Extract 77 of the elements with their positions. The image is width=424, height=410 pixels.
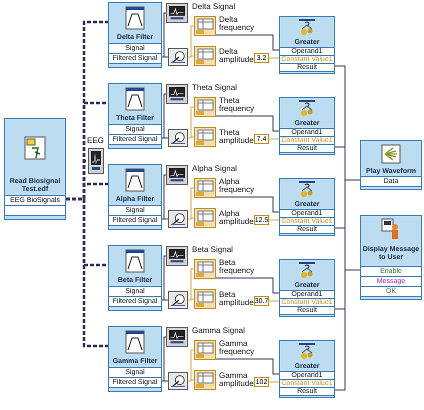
numeric-indicator-icon (194, 259, 216, 279)
function-block (108, 2, 162, 68)
numeric-indicator-icon (194, 46, 216, 66)
wire (216, 34, 280, 50)
wire (188, 218, 194, 220)
wire (216, 278, 280, 294)
tone-measurement-icon (168, 291, 188, 309)
wire (216, 196, 280, 212)
numeric-indicator-icon (194, 370, 216, 390)
waveform-chart-icon (166, 327, 188, 347)
node-caption: EEG (87, 137, 105, 145)
wire (188, 106, 194, 138)
wire (162, 56, 168, 58)
function-block (279, 178, 335, 236)
node-caption: Alpha Signal (192, 165, 238, 173)
wire (162, 256, 166, 300)
wire (162, 94, 166, 138)
waveform-chart-icon (88, 148, 104, 174)
numeric-indicator-icon (194, 178, 216, 198)
node-caption: Gamma Signal (192, 327, 246, 335)
function-block (279, 16, 335, 74)
function-block (279, 259, 335, 317)
node-caption: Beta amplitude (219, 291, 253, 307)
wire (188, 268, 194, 300)
wire (188, 26, 194, 58)
wire (188, 188, 194, 220)
node-caption: Beta frequency (219, 259, 253, 275)
numeric-indicator-icon (194, 289, 216, 309)
numeric-indicator-icon (194, 208, 216, 228)
node-caption: Delta amplitude (219, 48, 253, 64)
wire (216, 116, 280, 132)
tone-measurement-icon (168, 372, 188, 390)
wire (268, 138, 280, 140)
wire (162, 380, 168, 382)
node-caption: Gamma amplitude (219, 372, 253, 388)
waveform-chart-icon (166, 3, 188, 23)
node-caption: Gamma frequency (219, 340, 253, 356)
node-caption: Theta Signal (192, 84, 238, 92)
function-block (360, 140, 422, 190)
waveform-chart-icon (166, 246, 188, 266)
wire (162, 174, 166, 220)
function-block (108, 326, 162, 392)
function-block (108, 245, 162, 311)
wire (216, 358, 280, 374)
wire (162, 12, 166, 58)
wire (188, 298, 194, 300)
node-caption: Delta Signal (192, 3, 236, 11)
wire (268, 300, 280, 302)
function-block (279, 340, 335, 398)
node-caption: Alpha frequency (219, 178, 253, 194)
tone-measurement-icon (168, 129, 188, 147)
function-block (360, 215, 422, 300)
wire (66, 198, 108, 348)
numeric-indicator-icon (194, 97, 216, 117)
numeric-indicator-icon (194, 16, 216, 36)
tone-measurement-icon (168, 210, 188, 228)
waveform-chart-icon (166, 84, 188, 104)
node-caption: Beta Signal (192, 246, 234, 254)
numeric-indicator-icon (194, 340, 216, 360)
wire (188, 350, 194, 382)
wire (162, 218, 168, 220)
node-caption: Theta frequency (219, 97, 253, 113)
function-block (279, 97, 335, 155)
wire (188, 136, 194, 138)
node-caption: Alpha amplitude (219, 210, 253, 226)
node-caption: Theta amplitude (219, 129, 253, 145)
function-block (108, 164, 162, 230)
wire (188, 56, 194, 58)
node-caption: Delta frequency (219, 16, 253, 32)
wire (188, 380, 194, 382)
waveform-chart-icon (166, 165, 188, 185)
numeric-indicator-icon (194, 127, 216, 147)
function-block (4, 118, 66, 220)
function-block (108, 83, 162, 149)
wire (334, 270, 360, 390)
tone-measurement-icon (168, 48, 188, 66)
wire (162, 336, 166, 382)
